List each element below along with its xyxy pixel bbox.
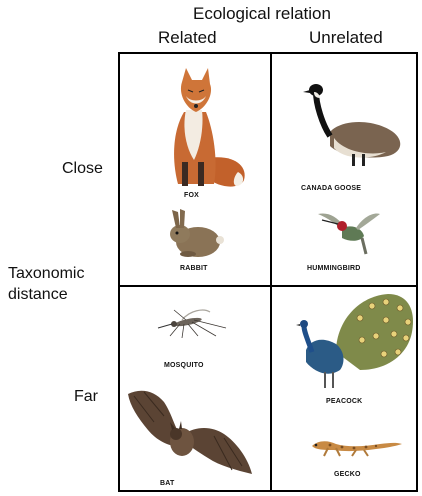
column-header-related: Related <box>158 28 217 48</box>
row-label-far: Far <box>74 388 98 406</box>
canada-goose-illustration <box>300 80 408 170</box>
row-label-close: Close <box>62 160 103 178</box>
column-header-unrelated: Unrelated <box>309 28 383 48</box>
mosquito-label: MOSQUITO <box>164 362 204 369</box>
axis-label-line-2: distance <box>8 284 84 305</box>
fox-label: FOX <box>184 192 199 199</box>
canada-goose-label: CANADA GOOSE <box>301 185 361 192</box>
hummingbird-label: HUMMINGBIRD <box>307 265 361 272</box>
rabbit-illustration <box>164 206 226 260</box>
axis-label-taxonomic-distance: Taxonomic distance <box>8 263 84 305</box>
bat-illustration <box>124 386 254 478</box>
grid-divider-vertical <box>270 52 272 492</box>
fox-illustration <box>156 62 248 190</box>
gecko-label: GECKO <box>334 471 361 478</box>
gecko-illustration <box>306 432 402 458</box>
peacock-illustration <box>296 292 416 392</box>
diagram-title: Ecological relation <box>193 4 331 24</box>
rabbit-label: RABBIT <box>180 265 208 272</box>
grid-divider-horizontal <box>118 285 418 287</box>
bat-label: BAT <box>160 480 174 487</box>
mosquito-illustration <box>152 302 232 344</box>
peacock-label: PEACOCK <box>326 398 362 405</box>
axis-label-line-1: Taxonomic <box>8 263 84 284</box>
hummingbird-illustration <box>312 208 382 258</box>
